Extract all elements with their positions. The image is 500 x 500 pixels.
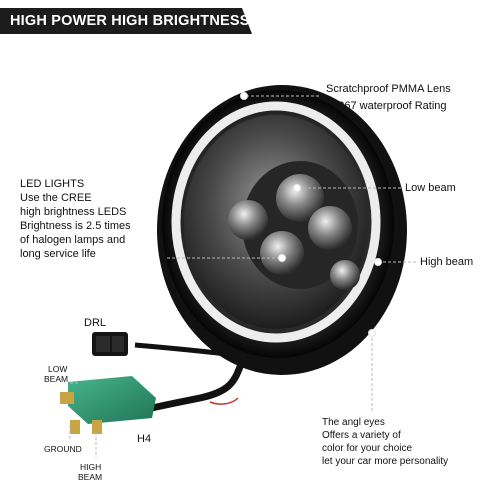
ground-label: GROUND xyxy=(44,444,82,454)
low-beam-label-1: LOW xyxy=(48,364,68,374)
high-beam-label-2: BEAM xyxy=(78,472,103,482)
angel-eyes-line-2: Offers a variety of xyxy=(322,430,401,441)
lens-callout-line-1: Scratchproof PMMA Lens xyxy=(326,83,451,95)
lens-callout-line-2: IP67 waterproof Rating xyxy=(334,100,447,112)
led-callout-line-1: LED LIGHTS xyxy=(20,178,85,190)
angel-eyes-line-3: color for your choice xyxy=(322,443,413,454)
h4-label: H4 xyxy=(137,433,152,445)
led-callout-line-5: of halogen lamps and xyxy=(20,234,126,246)
led-callout-line-6: long service life xyxy=(20,248,96,260)
high-beam-lens-right xyxy=(308,206,352,250)
leader-lines xyxy=(69,95,416,458)
wire-main xyxy=(151,353,249,412)
banner-shape xyxy=(0,8,252,34)
angel-eyes-line-1: The angl eyes xyxy=(322,417,385,428)
callout-dot-icon xyxy=(240,92,382,337)
low-beam-lens xyxy=(276,174,324,222)
header-banner xyxy=(0,8,252,34)
angel-eye-ring xyxy=(171,101,381,343)
angel-eyes-line-4: let your car more personality xyxy=(322,456,449,467)
wire-red xyxy=(209,397,239,405)
high-beam-callout: High beam xyxy=(420,256,474,268)
low-beam-label-2: BEAM xyxy=(44,374,69,384)
connector-plug-image xyxy=(60,376,156,434)
wire-drl xyxy=(134,342,236,358)
led-callout-line-3: high brightness LEDS xyxy=(20,206,127,218)
lens-left xyxy=(228,200,268,240)
high-beam-lens-left xyxy=(260,231,304,275)
low-beam-callout: Low beam xyxy=(405,182,456,194)
drl-connector xyxy=(92,332,128,356)
drl-label: DRL xyxy=(84,317,107,329)
lens-lower xyxy=(330,260,360,290)
high-beam-label-1: HIGH xyxy=(80,462,102,472)
header-title: HIGH POWER HIGH BRIGHTNESS xyxy=(10,13,250,29)
led-callout-line-4: Brightness is 2.5 times xyxy=(20,220,131,232)
led-callout-line-2: Use the CREE xyxy=(20,192,92,204)
